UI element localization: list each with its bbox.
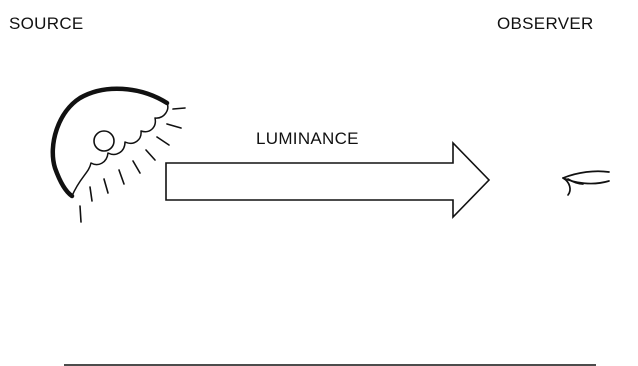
eye-pupil [567, 178, 584, 185]
luminance-label: LUMINANCE [256, 129, 359, 148]
observer-label: OBSERVER [497, 14, 594, 33]
eye-lower [562, 177, 610, 185]
source-label: SOURCE [9, 14, 84, 33]
luminance-arrow [165, 141, 491, 219]
lamp-bulb [93, 130, 115, 152]
eye-icon [562, 170, 610, 196]
lamp-cover [71, 102, 169, 197]
lamp-reflector [50, 86, 170, 199]
lamp-rays [79, 107, 186, 223]
lamp-icon [50, 86, 186, 223]
